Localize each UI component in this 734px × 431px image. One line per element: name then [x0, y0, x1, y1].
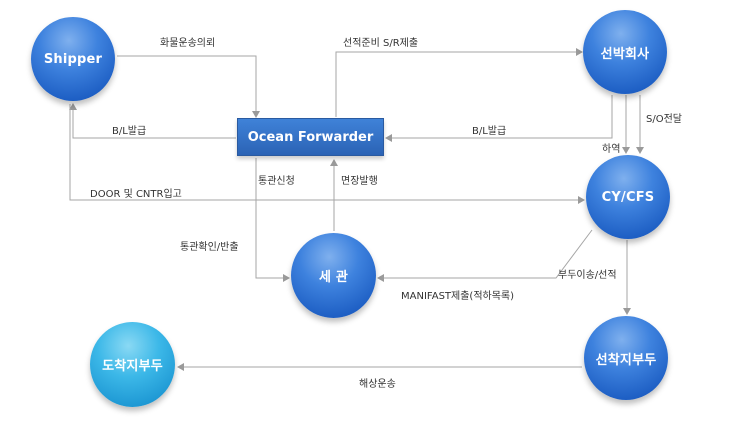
label-sea-transport: 해상운송 [359, 379, 396, 390]
edge-bl-shipper [69, 103, 236, 139]
node-destination-port-label: 도착지부두 [102, 359, 163, 374]
node-destination-port: 도착지부두 [90, 322, 175, 407]
edge-bl-forwarder [385, 95, 613, 142]
label-sr-submit: 선적준비 S/R제출 [343, 38, 419, 49]
node-loading-port-label: 선착지부두 [595, 352, 657, 368]
label-unloading: 하역 [602, 144, 621, 155]
node-cy-cfs: CY/CFS [586, 155, 670, 239]
node-cy-cfs-label: CY/CFS [601, 189, 655, 205]
label-door-cntr: DOOR 및 CNTR입고 [90, 189, 182, 200]
node-carrier: 선박회사 [583, 10, 667, 94]
label-quay-transfer: 부두이송/선적 [558, 270, 617, 281]
label-customs-application: 통관신청 [258, 176, 295, 187]
node-shipper: Shipper [31, 17, 115, 101]
label-bl-forwarder: B/L발급 [472, 126, 507, 137]
node-customs-label: 세 관 [318, 270, 349, 285]
node-customs: 세 관 [291, 233, 376, 318]
label-manifest: MANIFAST제출(적하목록) [401, 291, 515, 302]
label-license-issue: 면장발행 [341, 176, 378, 187]
node-carrier-label: 선박회사 [600, 46, 650, 62]
edge-shipping-request [117, 55, 260, 118]
edge-customs-application [255, 158, 290, 282]
node-forwarder: Ocean Forwarder [237, 118, 384, 156]
label-bl-shipper: B/L발급 [112, 126, 147, 137]
node-shipper-label: Shipper [43, 51, 103, 67]
edge-door-cntr [69, 104, 585, 204]
label-shipping-request: 화물운송의뢰 [160, 38, 216, 49]
edge-manifest [377, 229, 593, 282]
label-so-delivery: S/O전달 [646, 114, 682, 125]
label-clearance-release: 통관확인/반출 [180, 242, 239, 253]
node-forwarder-label: Ocean Forwarder [247, 129, 374, 145]
node-loading-port: 선착지부두 [584, 316, 668, 400]
edge-sr-submit [335, 48, 583, 117]
